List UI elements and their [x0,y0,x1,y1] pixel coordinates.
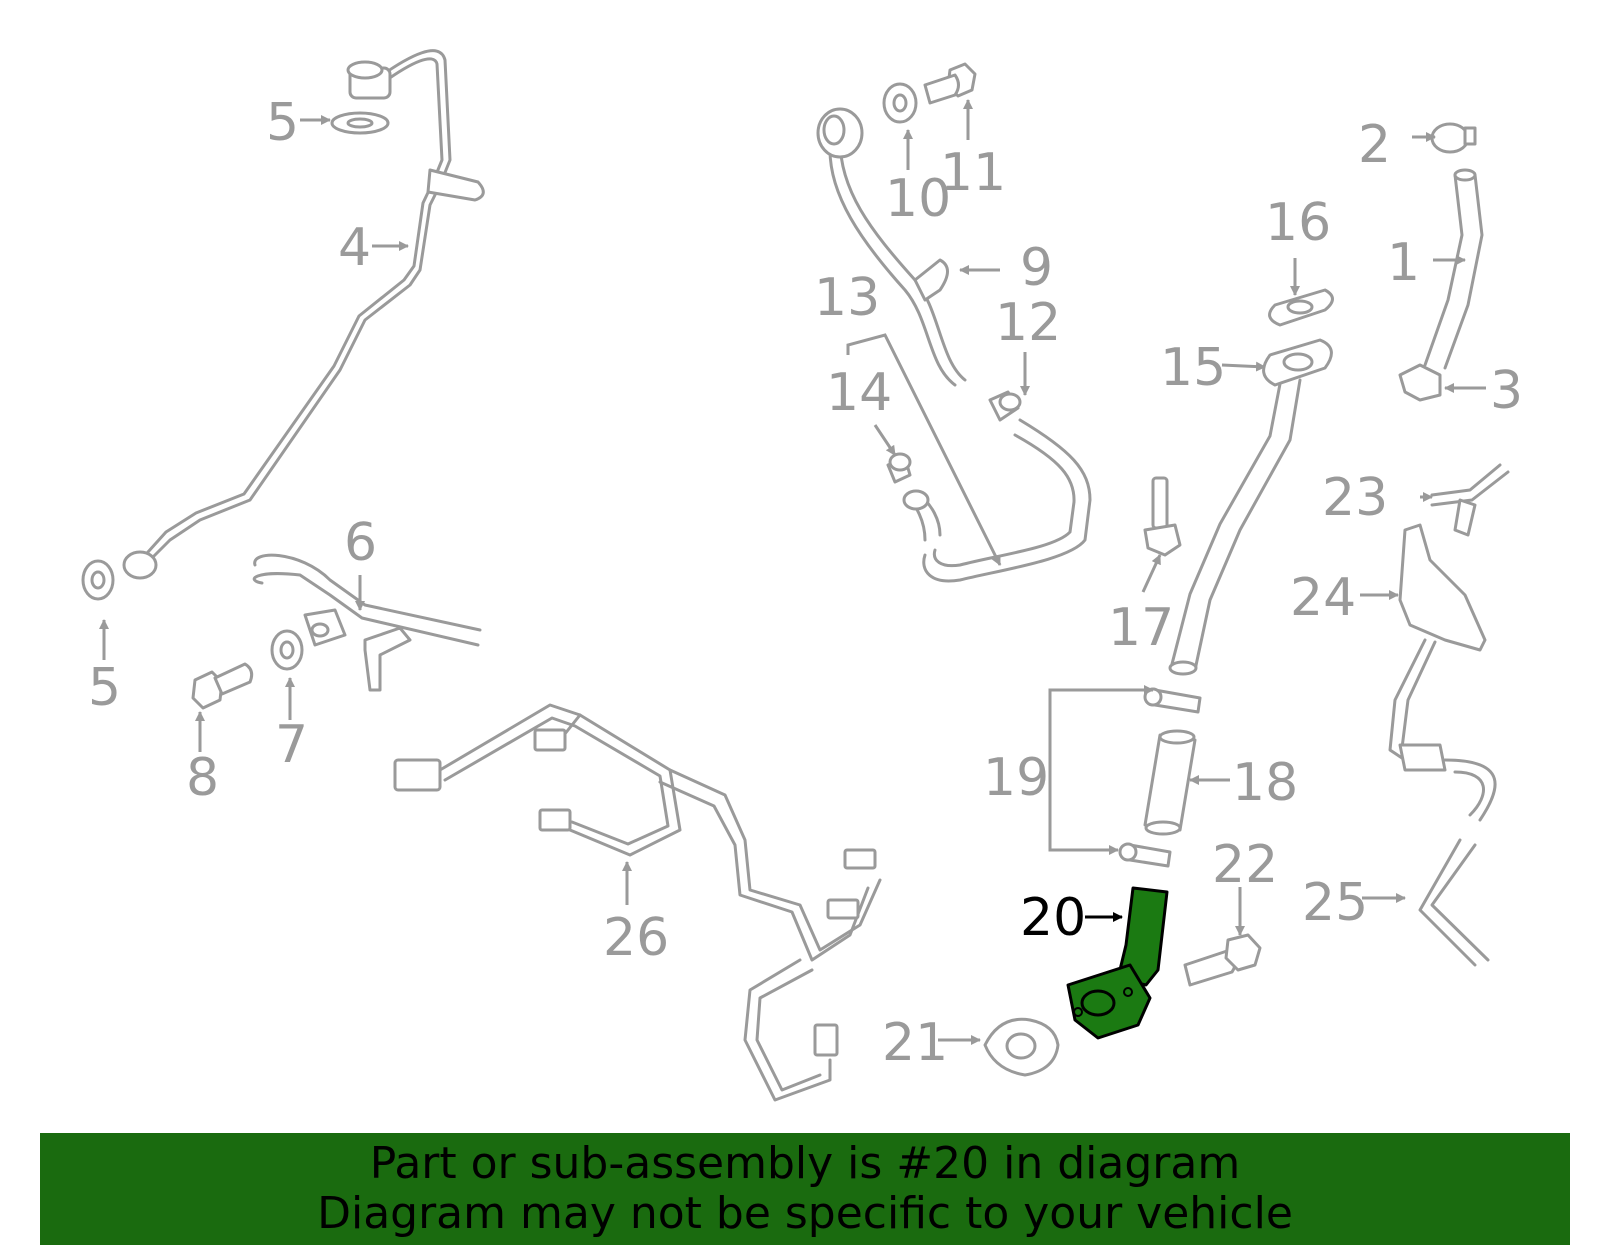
part-5-washer-left [81,559,115,601]
banner-line-1: Part or sub-assembly is #20 in diagram [369,1138,1241,1189]
callout-5-left: 5 [88,658,121,718]
callout-15: 15 [1160,338,1226,398]
part-25-pipe [1418,758,1497,967]
part-10-washer [882,82,918,124]
callout-2: 2 [1358,115,1391,175]
part-2-clamp [1430,122,1477,154]
part-13-hose-assembly [816,107,1092,583]
part-18-hose [1143,729,1197,836]
part-24-bracket [1388,523,1487,772]
part-17-bolt [1143,476,1182,557]
callout-19: 19 [983,748,1049,808]
part-16-gasket [1268,288,1334,327]
callout-11: 11 [940,143,1006,203]
callout-21: 21 [882,1013,948,1073]
banner-line-2: Diagram may not be specific to your vehi… [317,1188,1293,1239]
part-21-gasket [983,1017,1060,1077]
part-15-pipe [1168,338,1333,676]
callout-10: 10 [885,169,951,229]
callout-22: 22 [1212,835,1278,895]
callout-8: 8 [186,748,219,808]
callout-14: 14 [826,363,892,423]
part-5-washer-top [330,111,390,135]
part-20-highlighted-pipe [1066,886,1169,1040]
callout-16: 16 [1265,193,1331,253]
callout-26: 26 [603,908,669,968]
callout-4: 4 [338,218,371,278]
parts-diagram: 1 2 3 4 5 5 6 7 8 9 10 11 12 13 14 15 16… [81,49,1523,1102]
part-1-hose [1423,168,1484,370]
part-19-clamp-bottom [1118,842,1172,868]
callout-1: 1 [1387,233,1420,293]
callout-labels: 1 2 3 4 5 5 6 7 8 9 10 11 12 13 14 15 16… [88,93,1523,1073]
part-11-bolt [923,62,977,105]
callout-20: 20 [1020,888,1086,948]
callout-25: 25 [1302,873,1368,933]
callout-3: 3 [1490,361,1523,421]
callout-13: 13 [814,268,880,328]
callout-7: 7 [275,715,308,775]
callout-18: 18 [1232,753,1298,813]
callout-5-top: 5 [266,93,299,153]
callout-6: 6 [344,513,377,573]
part-3-clamp [1398,363,1442,402]
callout-12: 12 [995,293,1061,353]
part-23-fitting [1430,463,1510,537]
callout-9: 9 [1020,238,1053,298]
callout-24: 24 [1290,568,1356,628]
part-26-wire-harness [393,703,882,1102]
part-8-bolt [191,662,254,710]
part-6-pipe-bracket [252,553,482,692]
part-4-pipe [122,49,485,580]
info-banner: Part or sub-assembly is #20 in diagram D… [40,1133,1570,1245]
callout-23: 23 [1322,468,1388,528]
part-19-clamp-top [1143,687,1202,714]
part-22-bolt [1183,933,1262,987]
leader-lines [99,99,1486,1045]
callout-17: 17 [1108,598,1174,658]
